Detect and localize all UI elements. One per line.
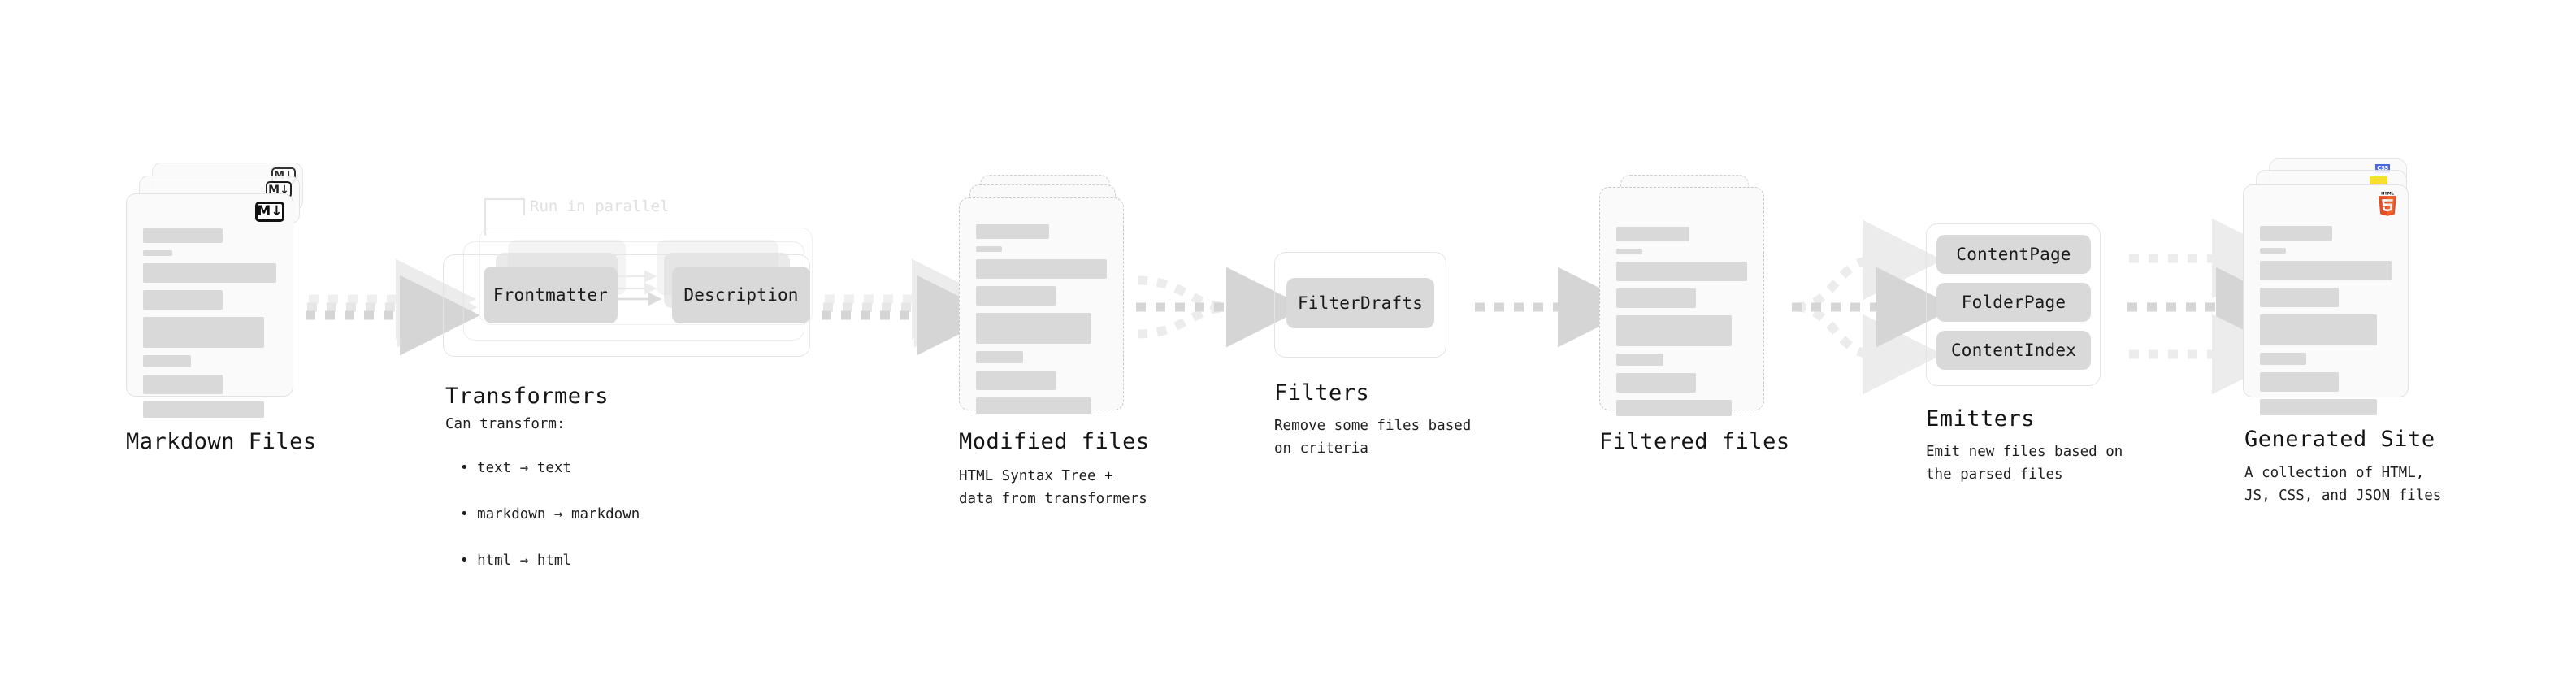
skeleton-bar [143, 401, 265, 418]
subcaption-transformers: Can transform: [445, 416, 566, 432]
transform-bullet: • html → html [460, 552, 571, 569]
skeleton-bar [1616, 288, 1697, 308]
markdown-file-stack: M↓ M↓ M↓ [126, 163, 313, 418]
emitter-pill-contentpage[interactable]: ContentPage [1936, 235, 2091, 274]
skeleton-bar [2260, 288, 2340, 307]
skeleton-bar [976, 371, 1056, 390]
filtered-file-stack [1599, 175, 1786, 419]
modified-card-front [959, 197, 1124, 414]
transform-bullet: • markdown → markdown [460, 506, 640, 523]
subcaption-emitters: Emit new files based on the parsed files [1926, 444, 2123, 484]
skeleton-bar [1616, 354, 1663, 366]
transformer-group-back-2 [479, 228, 813, 325]
skeleton-bar [143, 355, 192, 367]
file-skeleton [2260, 226, 2392, 423]
skeleton-bar [2260, 353, 2306, 365]
file-skeleton [976, 224, 1107, 421]
skeleton-bar [976, 246, 1003, 252]
skeleton-bar [2260, 261, 2392, 280]
emitter-pill-contentindex[interactable]: ContentIndex [1936, 331, 2091, 370]
svg-text:HTML: HTML [2381, 192, 2395, 197]
site-card-html: HTML [2243, 184, 2409, 415]
emitter-pill-label: ContentIndex [1950, 340, 2077, 360]
skeleton-bar [976, 286, 1056, 306]
emitters-group [1926, 223, 2101, 386]
transformer-pill-label: Frontmatter [492, 285, 609, 305]
skeleton-bar [976, 351, 1023, 363]
skeleton-bar [2260, 248, 2287, 254]
subcaption-modified-files: HTML Syntax Tree + data from transformer… [959, 468, 1147, 508]
emitter-pill-folderpage[interactable]: FolderPage [1936, 283, 2091, 322]
skeleton-bar [976, 313, 1091, 344]
skeleton-bar [976, 224, 1050, 239]
skeleton-bar [143, 250, 173, 256]
filters-group [1274, 252, 1446, 358]
skeleton-bar [1616, 262, 1747, 281]
skeleton-bar [976, 259, 1107, 279]
skeleton-bar [143, 263, 276, 283]
stage-filtered-files [1599, 175, 1786, 419]
caption-filtered-files: Filtered files [1599, 429, 1790, 454]
transformer-pill-frontmatter[interactable]: Frontmatter [484, 267, 618, 323]
caption-emitters: Emitters [1926, 406, 2036, 432]
arrow-modified-to-filters [1136, 267, 1307, 348]
stage-markdown-files: M↓ M↓ M↓ [126, 163, 313, 418]
filter-pill-label: FilterDrafts [1297, 293, 1424, 313]
markdown-card-front: M↓ [126, 193, 293, 418]
arrow-markdown-to-transformers [306, 258, 480, 356]
arrow-transformers-to-modified [822, 258, 997, 356]
caption-transformers: Transformers [445, 384, 609, 409]
skeleton-bar [2260, 372, 2340, 392]
emitter-pill-label: FolderPage [1961, 293, 2066, 312]
filtered-card-front [1599, 187, 1764, 416]
skeleton-bar [1616, 373, 1697, 393]
transformer-pill-description[interactable]: Description [672, 267, 810, 323]
stage-modified-files [959, 175, 1146, 419]
css3-icon: CSS [2375, 164, 2390, 173]
skeleton-bar [1616, 249, 1643, 254]
arrow-emitters-to-site [2127, 218, 2296, 395]
skeleton-bar [1616, 315, 1732, 346]
run-in-parallel-label: Run in parallel [530, 197, 670, 215]
markdown-icon: M↓ [255, 202, 284, 222]
skeleton-bar [143, 375, 223, 394]
skeleton-bar [143, 317, 265, 348]
transform-bullet-list: • text → text • markdown → markdown • ht… [460, 434, 640, 595]
skeleton-bar [976, 397, 1091, 414]
subcaption-filters: Remove some files based on criteria [1274, 418, 1472, 458]
caption-generated-site: Generated Site [2244, 427, 2435, 452]
skeleton-bar [1616, 400, 1732, 416]
skeleton-bar [143, 290, 223, 310]
skeleton-bar [2260, 226, 2333, 241]
caption-filters: Filters [1274, 380, 1370, 406]
skeleton-bar [2260, 314, 2378, 345]
filter-pill-filterdrafts[interactable]: FilterDrafts [1286, 278, 1434, 328]
caption-markdown-files: Markdown Files [126, 429, 317, 454]
html5-icon: HTML [2375, 192, 2400, 219]
skeleton-bar [1616, 227, 1690, 241]
file-skeleton [143, 228, 276, 425]
transform-bullet: • text → text [460, 460, 571, 477]
caption-modified-files: Modified files [959, 429, 1150, 454]
stage-generated-site: CSS HTML [2243, 158, 2438, 419]
markdown-icon: M↓ [266, 181, 292, 198]
modified-file-stack [959, 175, 1146, 419]
generated-site-stack: CSS HTML [2243, 158, 2438, 419]
subcaption-generated-site: A collection of HTML, JS, CSS, and JSON … [2244, 465, 2442, 505]
transformer-pill-label: Description [683, 285, 799, 305]
stage-transformers: Frontmatter Description [443, 199, 833, 378]
skeleton-bar [143, 228, 223, 243]
skeleton-bar [2260, 399, 2378, 415]
emitter-pill-label: ContentPage [1956, 245, 2071, 264]
arrow-filtered-to-emitters [1792, 219, 1957, 395]
file-skeleton [1616, 227, 1747, 423]
